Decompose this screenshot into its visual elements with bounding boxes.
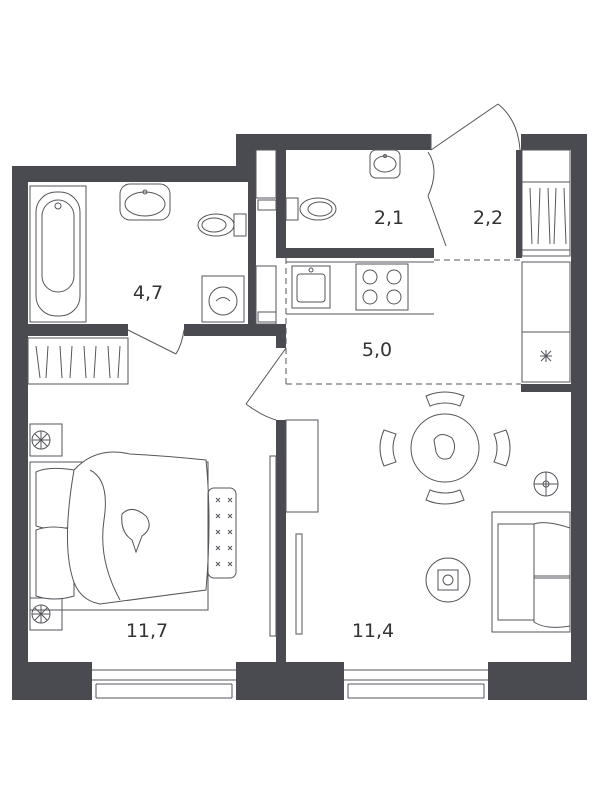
wardrobe-icon xyxy=(27,337,129,385)
lamp-icon xyxy=(29,423,63,457)
bathroom-door xyxy=(127,329,185,355)
bedroom-window xyxy=(92,662,236,700)
fridge-icon xyxy=(521,261,571,383)
closet-icon xyxy=(521,149,571,257)
bedroom-area: 11,7 xyxy=(126,620,168,642)
bath-shaft xyxy=(255,149,277,325)
bathroom-area: 4,7 xyxy=(133,282,163,304)
toilet-icon xyxy=(197,213,247,237)
kitchen-area: 5,0 xyxy=(362,339,392,361)
washing-machine-icon xyxy=(201,275,245,323)
coffee-table-icon xyxy=(425,557,471,603)
kitchen-zone xyxy=(285,258,521,385)
bed-icon xyxy=(29,451,210,611)
living-room-area: 11,4 xyxy=(352,620,394,642)
sofa-icon xyxy=(491,511,571,633)
stove-icon xyxy=(355,263,409,311)
bathtub-icon xyxy=(29,185,87,323)
kitchen-sink-icon xyxy=(291,265,331,309)
kitchen-counter xyxy=(286,261,434,315)
walls xyxy=(12,134,587,700)
hall-closet-area: 2,2 xyxy=(473,207,503,229)
bedroom-door xyxy=(245,347,287,421)
toilet-sink-icon xyxy=(369,149,401,179)
entrance-door xyxy=(430,103,521,151)
toilet-room-icon xyxy=(285,197,337,221)
tv-icon xyxy=(269,455,277,637)
tv-stand-icon xyxy=(285,419,319,635)
living-window xyxy=(344,662,488,700)
sink-icon xyxy=(119,183,171,221)
desk-icon xyxy=(207,487,237,579)
toilet-door xyxy=(427,151,447,247)
plant-icon xyxy=(533,471,559,497)
toilet-area: 2,1 xyxy=(374,207,404,229)
lamp-icon-2 xyxy=(29,597,63,631)
dining-table-icon xyxy=(379,391,511,505)
